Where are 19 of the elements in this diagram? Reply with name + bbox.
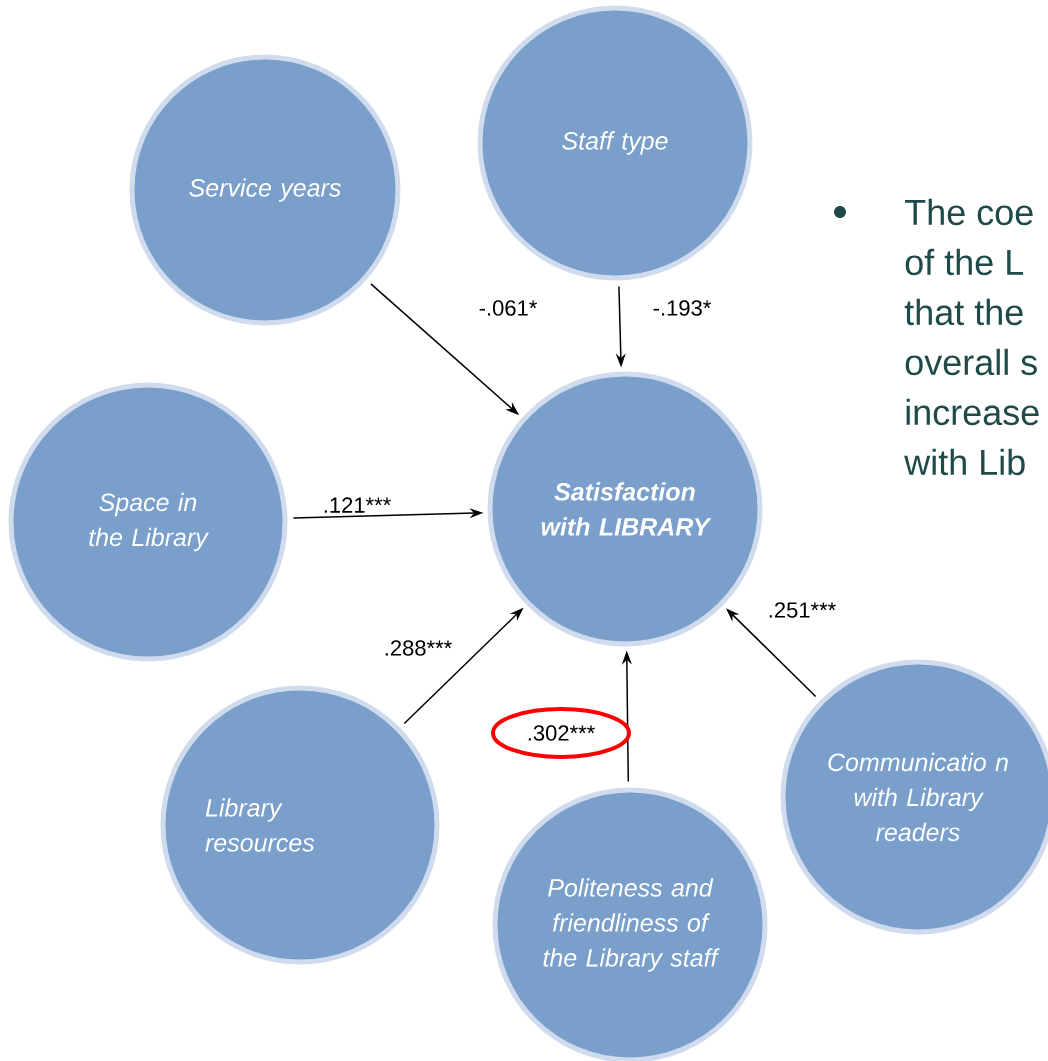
edge-label: -.193* [653,300,711,316]
circle-node: Service years [129,54,401,326]
bullet-text: overall s [905,348,1037,376]
edge-label: .288*** [385,640,452,656]
bullet-text: increase [906,398,1039,426]
bullet-text: that the [904,298,1023,326]
circle-node: Staff type [477,5,753,281]
circle-node: Politeness and friendliness of the Library staff [492,787,768,1061]
bullet-text: The coe [905,198,1033,226]
circle-node: Communicatio n with Library readers [780,659,1048,935]
bullet-text: with Lib [904,448,1025,476]
circle-node: Space in the Library [8,382,288,662]
edge-label: .302*** [528,725,595,741]
edge-label: .251*** [769,602,836,618]
bullet-text: of the L [905,248,1024,276]
edge-label: -.061* [479,300,537,316]
circle-node: Satisfaction with LIBRARY [487,371,763,647]
edge-label: .121*** [324,497,391,513]
circle-node: Library resources [160,685,440,965]
